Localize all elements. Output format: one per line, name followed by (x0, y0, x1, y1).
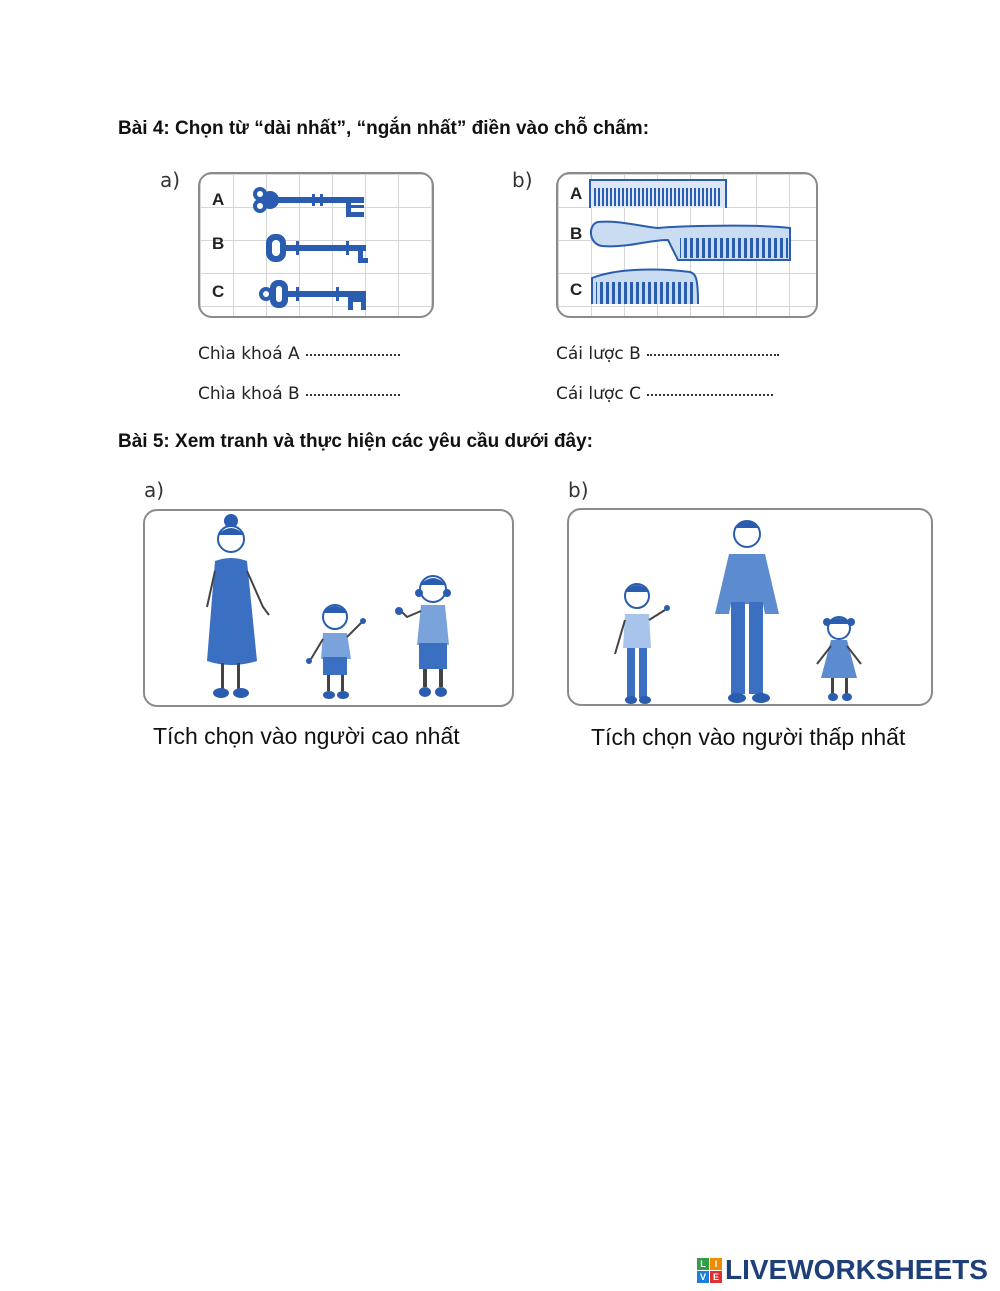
logo-block-v: V (697, 1270, 709, 1283)
tallest-caption: Tích chọn vào người cao nhất (153, 723, 460, 749)
comb-row-label-a: A (570, 184, 583, 203)
comb-b-prompt: Cái lược B (556, 344, 641, 364)
toddler-figure (816, 616, 862, 701)
key-a-prompt: Chìa khoá A (198, 344, 300, 364)
tallest-picture-panel (143, 509, 514, 707)
mother-figure (206, 514, 270, 698)
exercise-4b-label: b) (512, 168, 533, 192)
comb-c-prompt: Cái lược C (556, 384, 641, 404)
key-c-icon (259, 280, 366, 310)
keys-panel: A B C (198, 172, 434, 318)
people-illustration-b (614, 520, 862, 704)
key-b-answer-input[interactable] (336, 382, 436, 406)
combs-illustration (589, 179, 791, 305)
key-row-label-a: A (212, 190, 225, 209)
select-father[interactable] (713, 516, 781, 704)
logo-block-l: L (697, 1257, 709, 1270)
people-illustration-a (206, 514, 451, 699)
shortest-caption: Tích chọn vào người thấp nhất (591, 724, 906, 750)
comb-row-label-c: C (570, 280, 583, 299)
select-boy[interactable] (305, 597, 365, 703)
boy-figure-b (614, 583, 670, 704)
comb-b-icon (590, 220, 791, 261)
comb-c-icon (591, 268, 699, 305)
exercise-5a-label: a) (144, 478, 165, 502)
key-a-icon (253, 187, 364, 217)
select-girl[interactable] (395, 571, 455, 703)
key-b-prompt: Chìa khoá B (198, 384, 300, 404)
logo-block-e: E (710, 1270, 722, 1283)
key-row-label-c: C (212, 282, 225, 301)
comb-c-answer-input[interactable] (676, 382, 810, 406)
key-row-label-b: B (212, 234, 225, 253)
key-a-answer-input[interactable] (336, 342, 436, 366)
exercise-4a-label: a) (160, 168, 181, 192)
keys-illustration (253, 187, 368, 310)
key-b-icon (266, 234, 368, 263)
shortest-picture-panel (567, 508, 933, 706)
logo-block-i: I (710, 1257, 722, 1270)
exercise-4-title: Bài 4: Chọn từ “dài nhất”, “ngắn nhất” đ… (118, 118, 650, 139)
exercise-5-title: Bài 5: Xem tranh và thực hiện các yêu cầ… (118, 431, 594, 452)
comb-a-icon (589, 179, 727, 208)
live-blocks-icon: L I V E (697, 1257, 722, 1283)
select-toddler[interactable] (813, 610, 865, 704)
father-figure (715, 520, 779, 703)
combs-panel: A B C (556, 172, 818, 318)
exercise-5b-label: b) (568, 478, 589, 502)
liveworksheets-logo: L I V E LIVEWORKSHEETS (697, 1254, 988, 1286)
girl-figure (395, 575, 451, 697)
logo-wordmark: LIVEWORKSHEETS (725, 1254, 988, 1285)
comb-row-label-b: B (570, 224, 583, 243)
boy-figure (306, 604, 366, 699)
select-mother[interactable] (207, 515, 259, 703)
select-boy-b[interactable] (609, 576, 671, 704)
comb-b-answer-input[interactable] (670, 342, 810, 366)
